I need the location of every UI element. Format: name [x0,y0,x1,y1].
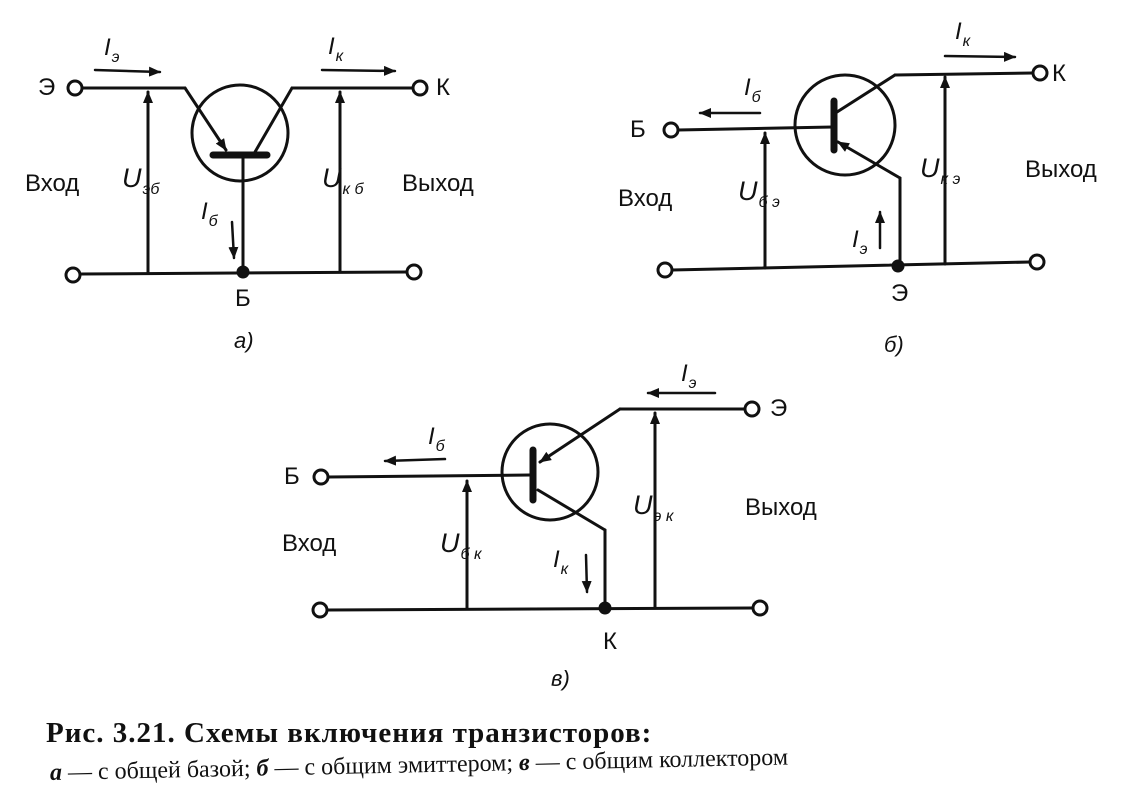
label-current-base-b: Iб [744,74,761,106]
terminal-output-bottom-c [751,599,769,617]
label-input-a: Вход [25,170,80,197]
terminal-output-bottom-b [1028,253,1046,271]
label-terminal-emitter-c: Э [770,395,788,422]
label-current-base-c: Iб [428,423,445,455]
current-arrow-collector-a [320,65,397,76]
label-current-collector-b: Iк [955,18,971,50]
terminal-collector-a [411,79,429,97]
terminal-input-bottom-a [64,266,82,284]
schematic-common-emitter [656,51,1049,279]
label-terminal-collector-c: К [603,628,617,655]
label-output-a: Выход [402,170,474,197]
current-arrow-base-c [383,455,447,466]
label-output-c: Выход [745,494,817,521]
current-arrow-collector-b [943,51,1017,62]
label-terminal-base-a: Б [235,285,251,312]
label-terminal-emitter-b: Э [891,280,909,307]
label-voltage-output-b: Uк э [920,153,961,188]
label-current-emitter-a: Iэ [104,34,120,66]
terminal-input-bottom-c [311,601,329,619]
emitter-node-b [891,259,905,273]
figure-caption-title: Рис. 3.21. Схемы включения транзисторов: [46,717,653,749]
label-voltage-input-c: Uб к [440,528,482,563]
label-terminal-base-b: Б [630,116,646,143]
current-arrow-emitter-a [93,66,162,77]
transistor-b [793,73,897,177]
terminal-collector-b [1031,64,1049,82]
label-voltage-input-a: Uэб [122,163,160,198]
label-current-emitter-c: Iэ [681,360,697,392]
label-voltage-output-c: Uэ к [633,490,674,525]
schematic-common-collector [311,388,769,619]
label-current-emitter-b: Iэ [852,226,868,258]
label-terminal-collector-b: К [1052,60,1066,87]
label-current-collector-a: Iк [328,33,344,65]
label-current-collector-c: Iк [553,546,569,578]
terminal-emitter-a [66,79,84,97]
label-input-c: Вход [282,530,337,557]
current-arrow-collector-c [581,553,592,594]
label-input-b: Вход [618,185,673,212]
label-output-b: Выход [1025,156,1097,183]
label-terminal-emitter-a: Э [38,74,56,101]
label-current-base-a: Iб [201,198,218,230]
label-terminal-base-c: Б [284,463,300,490]
label-voltage-output-a: Uк б [322,163,364,198]
label-terminal-collector-a: К [436,74,450,101]
panel-tag-b: б) [884,332,904,357]
schematic-common-base [64,65,429,284]
label-voltage-input-b: Uб э [738,176,780,211]
base-node-a [236,265,250,279]
terminal-base-c [312,468,330,486]
terminal-input-bottom-b [656,261,674,279]
terminal-output-bottom-a [405,263,423,281]
transistor-c [500,422,600,522]
panel-tag-c: в) [551,666,570,691]
panel-tag-a: а) [234,328,254,353]
terminal-base-b [662,121,680,139]
current-arrow-base-a [228,220,239,260]
transistor-a [190,83,290,183]
collector-node-c [598,601,612,615]
terminal-emitter-c [743,400,761,418]
